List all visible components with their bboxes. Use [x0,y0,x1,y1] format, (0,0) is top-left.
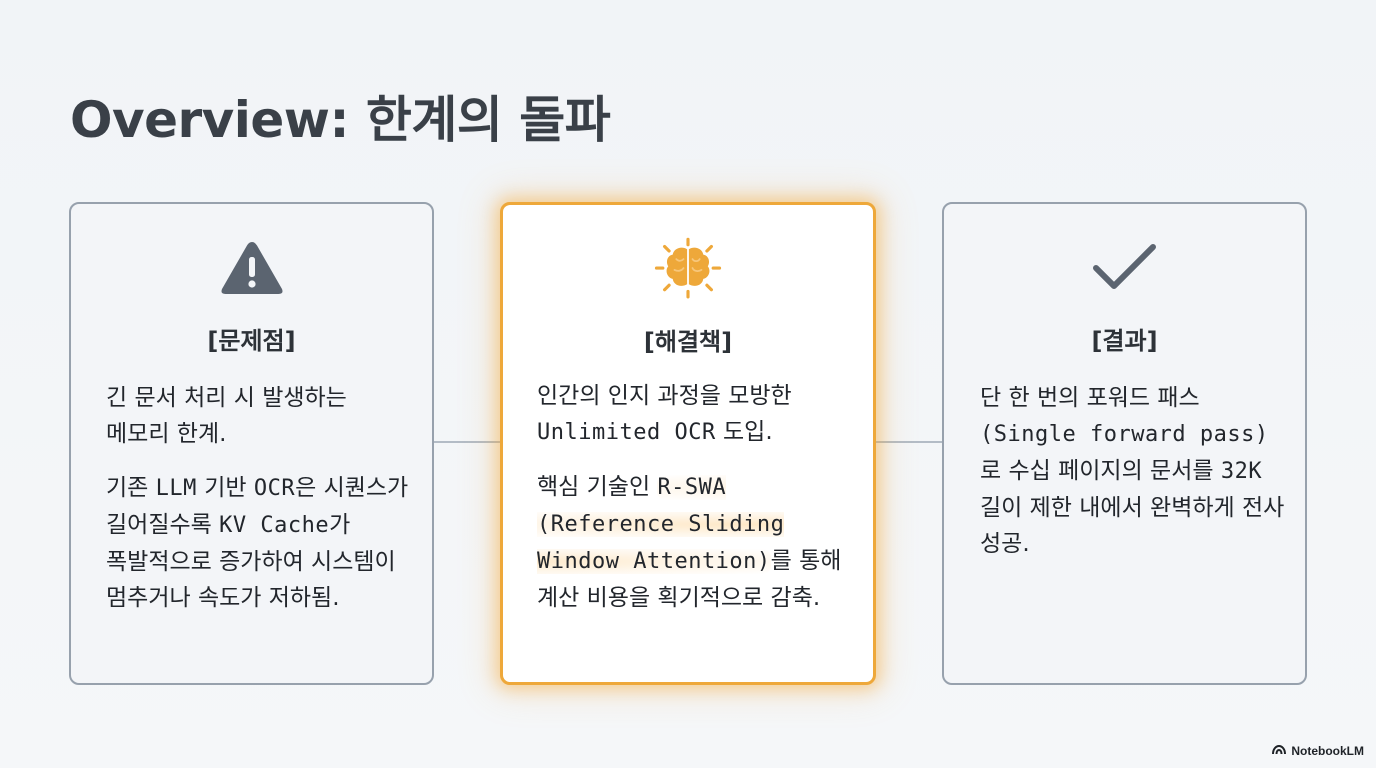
brand-label: NotebookLM [1291,744,1364,758]
result-paragraph-1: 단 한 번의 포워드 패스(Single forward pass)로 수십 페… [980,385,1285,557]
warning-triangle-icon [216,236,288,300]
problem-body: 긴 문서 처리 시 발생하는 메모리 한계. 기존 LLM 기반 OCR은 시퀀… [106,380,412,634]
solution-heading: [해결책] [643,328,733,356]
problem-paragraph-1: 긴 문서 처리 시 발생하는 메모리 한계. [106,385,347,447]
glowing-brain-icon [652,237,724,301]
connector-line-right [875,441,943,443]
slide-title: Overview: 한계의 돌파 [70,91,611,149]
solution-paragraph-1: 인간의 인지 과정을 모방한 Unlimited OCR 도입. [537,383,792,445]
solution-body: 인간의 인지 과정을 모방한 Unlimited OCR 도입. 핵심 기술인 … [537,378,853,634]
result-heading: [결과] [1091,327,1158,355]
notebooklm-logo-icon [1272,744,1287,758]
notebooklm-badge: NotebookLM [1272,744,1364,758]
solution-paragraph-2: 핵심 기술인 R-SWA (Reference Sliding Window A… [537,474,842,611]
problem-paragraph-2: 기존 LLM 기반 OCR은 시퀀스가 길어질수록 KV Cache가 폭발적으… [106,475,409,611]
solution-card: [해결책] 인간의 인지 과정을 모방한 Unlimited OCR 도입. 핵… [500,202,876,685]
result-card: [결과] 단 한 번의 포워드 패스(Single forward pass)로… [942,202,1307,685]
result-body: 단 한 번의 포워드 패스(Single forward pass)로 수십 페… [980,380,1285,580]
problem-card: [문제점] 긴 문서 처리 시 발생하는 메모리 한계. 기존 LLM 기반 O… [69,202,434,685]
checkmark-icon [1089,236,1161,300]
problem-heading: [문제점] [207,327,296,355]
connector-line-left [433,441,501,443]
